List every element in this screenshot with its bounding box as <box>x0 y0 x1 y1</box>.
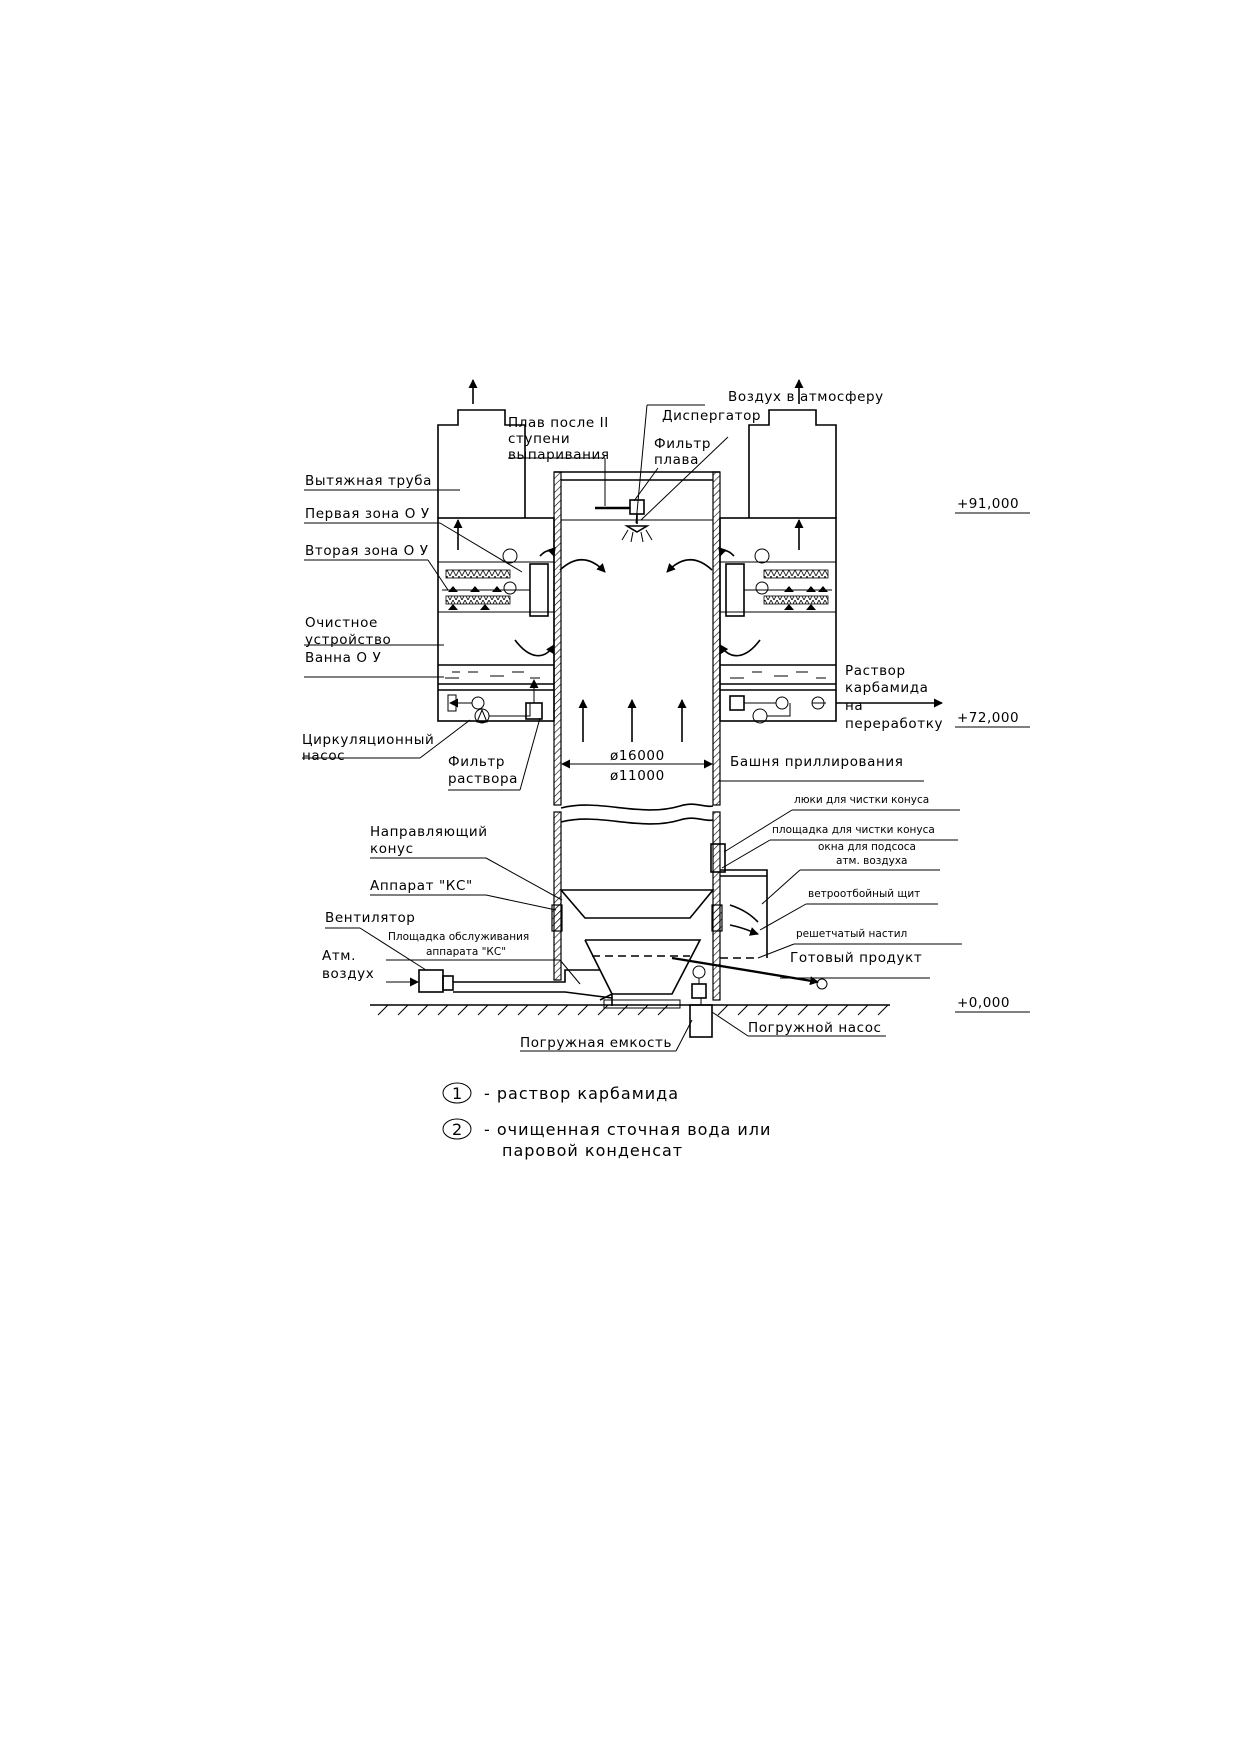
diameter-dimension: ø16000 ø11000 <box>561 748 713 784</box>
label-wind-shield: ветроотбойный щит <box>808 888 920 900</box>
label-windows1: окна для подсоса <box>818 841 916 853</box>
legend: 1 - раствор карбамида 2 - очищенная сточ… <box>442 1082 771 1160</box>
label-cleaning2: устройство <box>305 632 391 648</box>
label-urea1: Раствор <box>845 663 906 679</box>
label-melt-filter1: Фильтр <box>654 436 711 452</box>
elevation-72: +72,000 <box>957 710 1019 726</box>
legend-text-1: - раствор карбамида <box>484 1084 679 1103</box>
label-urea2: карбамида <box>845 680 929 696</box>
prilling-tower-shaft <box>553 471 721 1001</box>
label-atm-air1: Атм. <box>322 948 356 964</box>
label-urea4: переработку <box>845 716 943 732</box>
air-flow-arrows <box>559 558 713 742</box>
label-grating: решетчатый настил <box>796 928 907 940</box>
label-guide-cone2: конус <box>370 841 414 857</box>
label-melt-line1: Плав после II <box>508 415 609 431</box>
label-melt-line3: выпаривания <box>508 447 610 463</box>
dispersator <box>595 499 653 543</box>
label-first-zone: Первая зона О У <box>305 506 430 522</box>
label-windows2: атм. воздуха <box>836 855 907 867</box>
label-prilling-tower: Башня приллирования <box>730 754 904 770</box>
label-cleaning1: Очистное <box>305 615 378 631</box>
label-bath: Ванна О У <box>305 650 381 666</box>
label-finished-product: Готовый продукт <box>790 950 922 966</box>
dia-inner-label: ø11000 <box>610 768 665 784</box>
label-solution-filter2: раствора <box>448 771 518 787</box>
label-cone-platform: площадка для чистки конуса <box>772 824 935 836</box>
left-cleaning-unit <box>437 379 556 724</box>
legend-num-2: 2 <box>452 1120 463 1139</box>
label-submersible-tank: Погружная емкость <box>520 1035 672 1051</box>
leader-lines <box>302 404 1030 1052</box>
elevation-91: +91,000 <box>957 496 1019 512</box>
ground-line <box>370 1004 890 1016</box>
label-melt-filter2: плава <box>654 452 699 468</box>
label-ks-platform1: Площадка обслуживания <box>388 931 529 943</box>
label-guide-cone1: Направляющий <box>370 824 488 840</box>
elevation-marks: +91,000 +72,000 +0,000 <box>957 496 1019 1011</box>
label-exhaust-pipe: Вытяжная труба <box>305 473 432 489</box>
label-solution-filter1: Фильтр <box>448 754 505 770</box>
legend-num-1: 1 <box>452 1084 463 1103</box>
label-circ-pump2: насос <box>302 748 345 764</box>
elevation-0: +0,000 <box>957 995 1010 1011</box>
label-ks-platform2: аппарата "КС" <box>426 946 506 958</box>
label-submersible-pump: Погружной насос <box>748 1020 882 1036</box>
right-cleaning-unit <box>718 379 943 724</box>
label-ks-apparatus: Аппарат "КС" <box>370 878 473 894</box>
lower-equipment <box>386 843 828 1038</box>
label-air-to-atmosphere: Воздух в атмосферу <box>728 389 884 405</box>
legend-text-2b: паровой конденсат <box>502 1141 683 1160</box>
dia-outer-label: ø16000 <box>610 748 665 764</box>
label-fan: Вентилятор <box>325 910 415 926</box>
label-atm-air2: воздух <box>322 966 374 982</box>
label-melt-line2: ступени <box>508 431 570 447</box>
label-urea3: на <box>845 698 863 714</box>
label-second-zone: Вторая зона О У <box>305 543 429 559</box>
label-circ-pump1: Циркуляционный <box>302 732 434 748</box>
label-dispersator: Диспергатор <box>662 408 761 424</box>
legend-text-2: - очищенная сточная вода или <box>484 1120 771 1139</box>
label-hatches: люки для чистки конуса <box>794 794 929 806</box>
text-labels: Воздух в атмосферу Плав после II ступени… <box>302 389 943 1051</box>
